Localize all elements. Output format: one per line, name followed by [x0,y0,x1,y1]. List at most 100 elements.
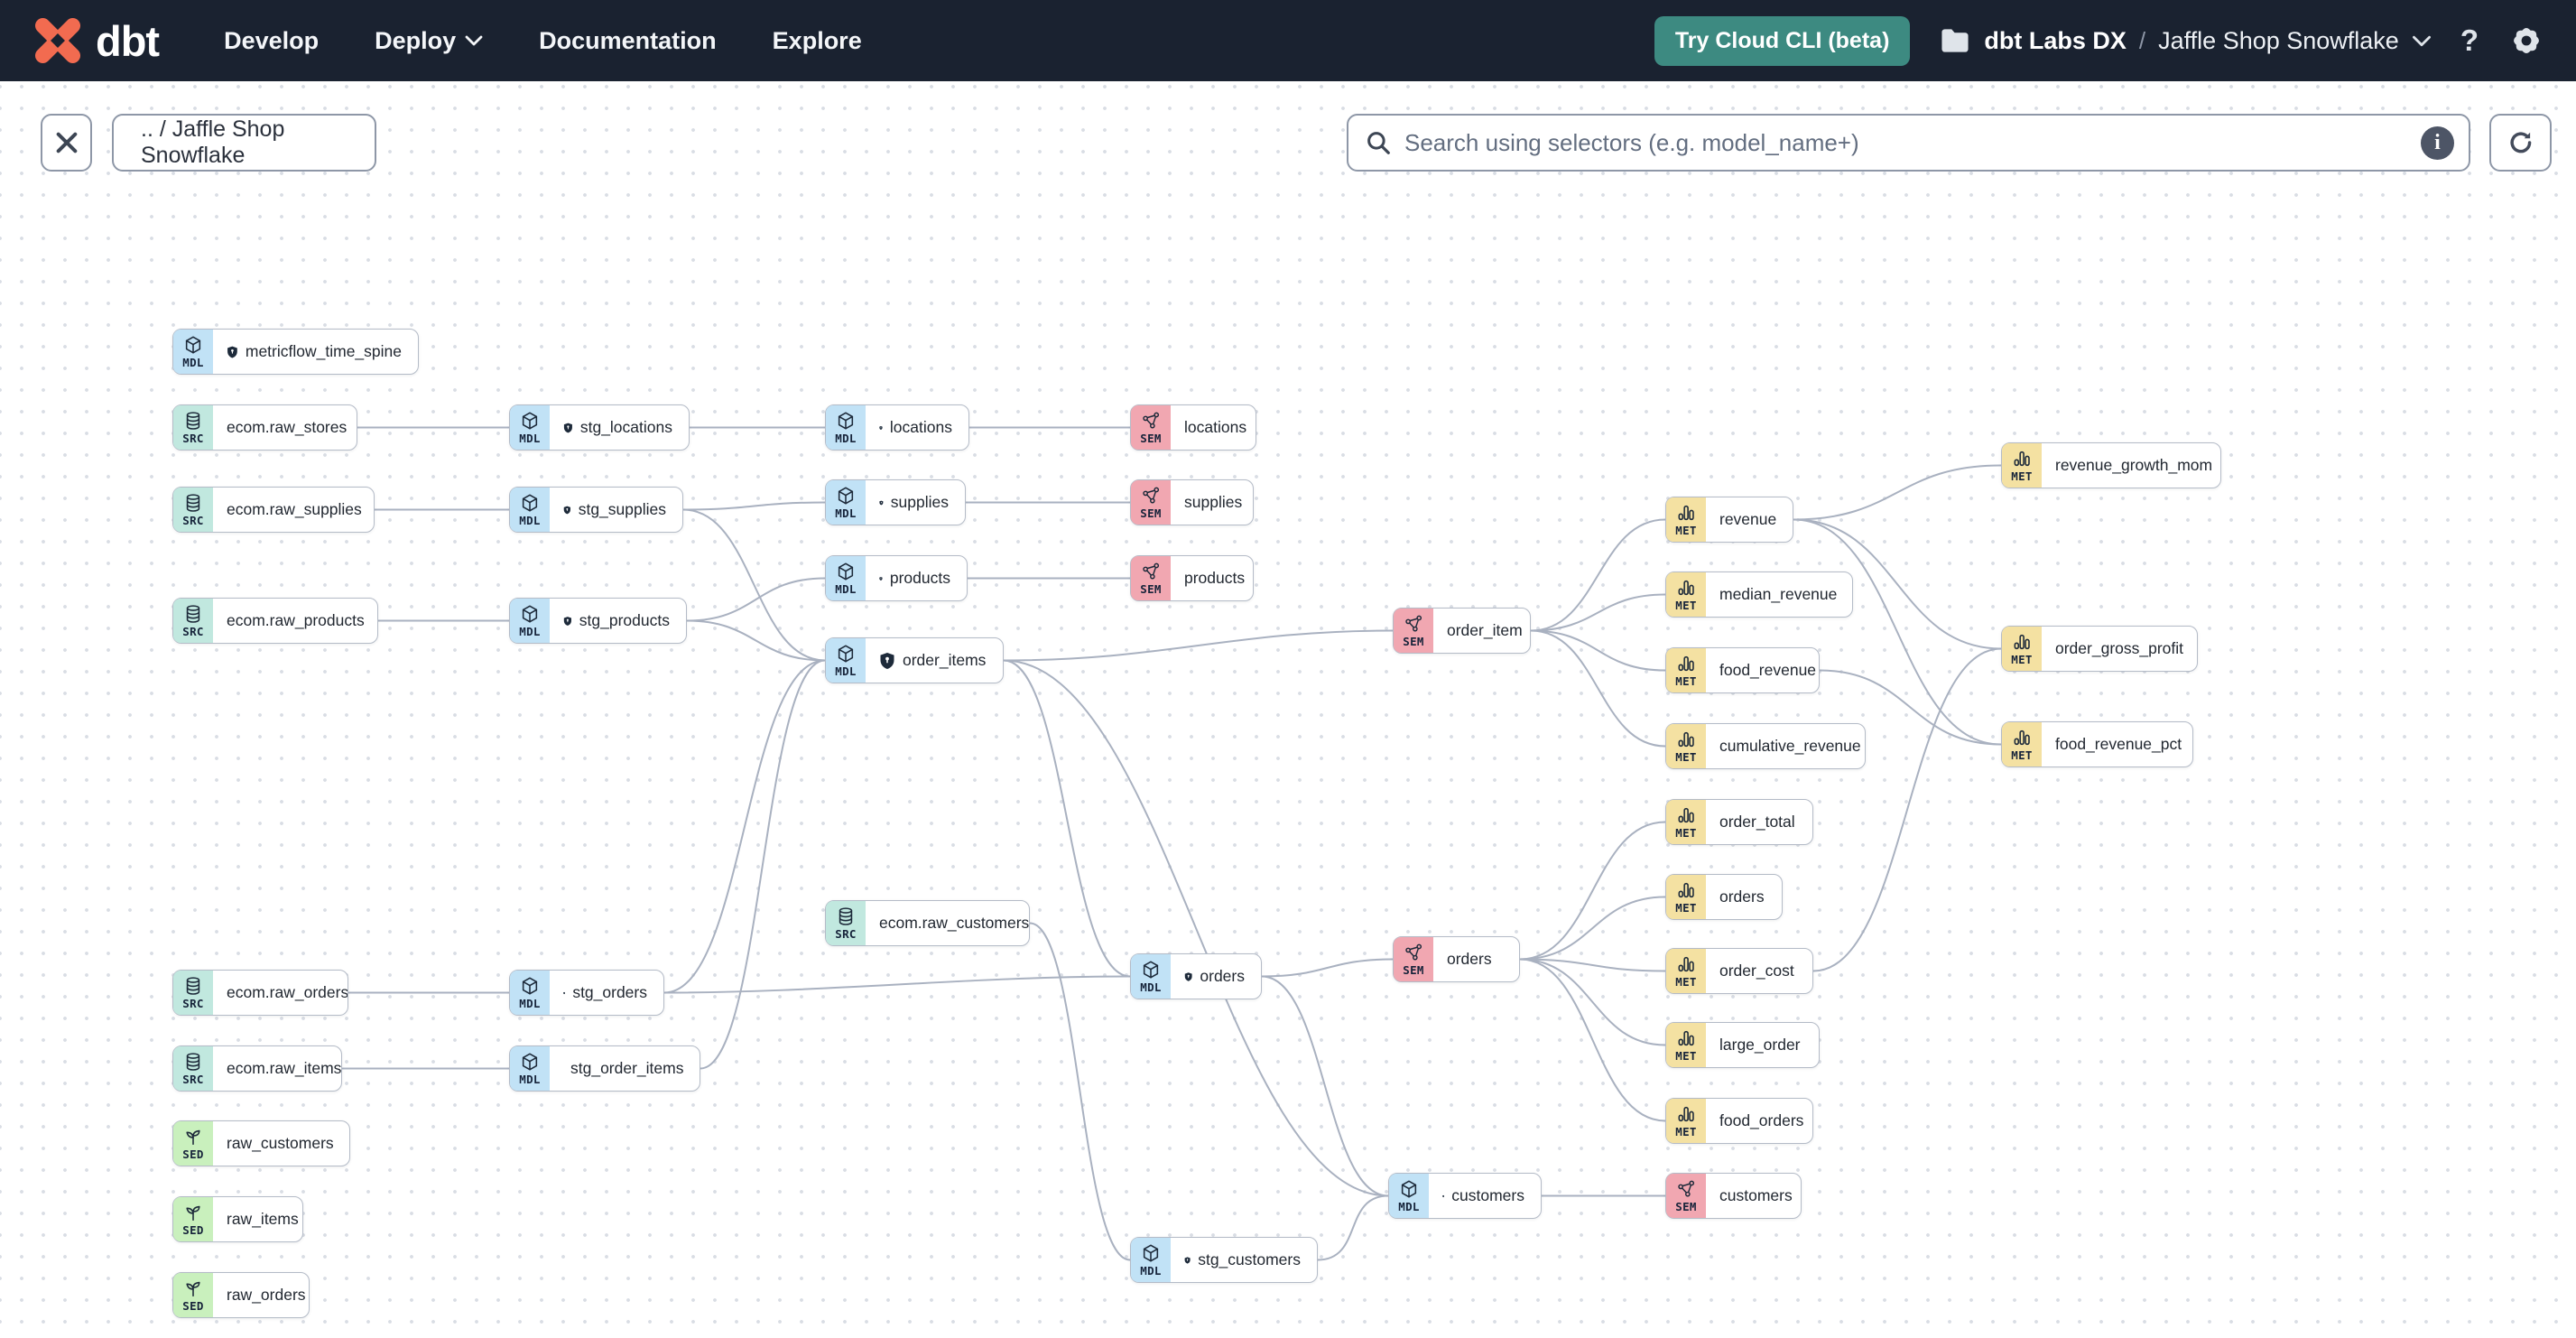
badge-label: MDL [519,431,541,445]
menu-develop[interactable]: Develop [224,26,320,54]
metric-bars-icon [1678,1030,1694,1045]
metric-bars-icon [1678,505,1694,520]
project-breadcrumb: dbt Labs DX / Jaffle Shop Snowflake [1939,26,2431,55]
graph-node-sed_raw_customers[interactable]: SED raw_customers [172,1120,350,1166]
navbar-right: Try Cloud CLI (beta) dbt Labs DX / Jaffl… [1654,15,2545,66]
menu-deploy[interactable]: Deploy [375,27,483,55]
refresh-button[interactable] [2489,114,2552,172]
model-badge: MDL [510,405,550,450]
menu-explore[interactable]: Explore [772,26,862,54]
try-cloud-cli-button[interactable]: Try Cloud CLI (beta) [1654,15,1911,66]
seed-badge: SED [173,1197,213,1241]
selector-search: i [1347,114,2470,172]
settings-button[interactable] [2507,22,2545,60]
graph-node-sed_raw_orders[interactable]: SED raw_orders [172,1272,310,1318]
search-input[interactable] [1404,128,2408,157]
node-body: ecom.raw_products [213,599,377,643]
menu-documentation[interactable]: Documentation [539,26,717,54]
node-body: order_items [866,638,1002,683]
gear-icon [2514,28,2539,53]
lineage-edge [1519,896,1666,961]
badge-label: SRC [182,1072,204,1086]
node-label: raw_customers [227,1134,334,1152]
help-button[interactable]: ? [2460,23,2479,57]
chevron-down-icon [465,35,483,46]
node-label: raw_orders [227,1286,306,1304]
path-breadcrumb-chip[interactable]: .. / Jaffle Shop Snowflake [112,114,376,172]
semantic-model-icon [1143,412,1160,429]
model-badge: MDL [510,599,550,643]
contract-shield-icon [1442,1194,1445,1197]
model-cube-icon [522,977,538,994]
menu-deploy-label: Deploy [375,26,457,54]
seed-badge: SED [173,1121,213,1166]
badge-label: SED [182,1298,204,1313]
lineage-edge [686,577,826,622]
source-database-icon [186,411,200,430]
semantic-model-icon [1678,1180,1695,1197]
project-name[interactable]: Jaffle Shop Snowflake [2158,26,2399,54]
lineage-edge [663,659,826,994]
node-body: locations [866,405,968,450]
model-cube-icon [522,605,538,622]
close-icon [56,132,77,153]
dbt-logo[interactable]: dbt [31,14,160,68]
model-cube-icon [522,1053,538,1070]
close-button[interactable] [41,114,92,172]
top-navbar: dbt Develop Deploy Documentation Explore… [0,0,2576,81]
semantic-badge: SEM [1131,480,1171,525]
metric-bars-icon [1678,956,1694,971]
source-database-icon [186,604,200,623]
badge-label: SEM [1675,1199,1697,1213]
lineage-edge [1530,518,1666,632]
org-name[interactable]: dbt Labs DX [1984,26,2127,54]
node-body: cumulative_revenue [1706,724,1865,768]
dbt-logo-icon [34,17,81,64]
semantic-badge: SEM [1131,556,1171,600]
project-chevron-down-icon[interactable] [2412,34,2432,48]
refresh-icon [2509,132,2531,153]
node-label: order_item [1447,621,1523,639]
badge-label: MDL [835,506,857,520]
info-icon[interactable]: i [2421,125,2454,160]
